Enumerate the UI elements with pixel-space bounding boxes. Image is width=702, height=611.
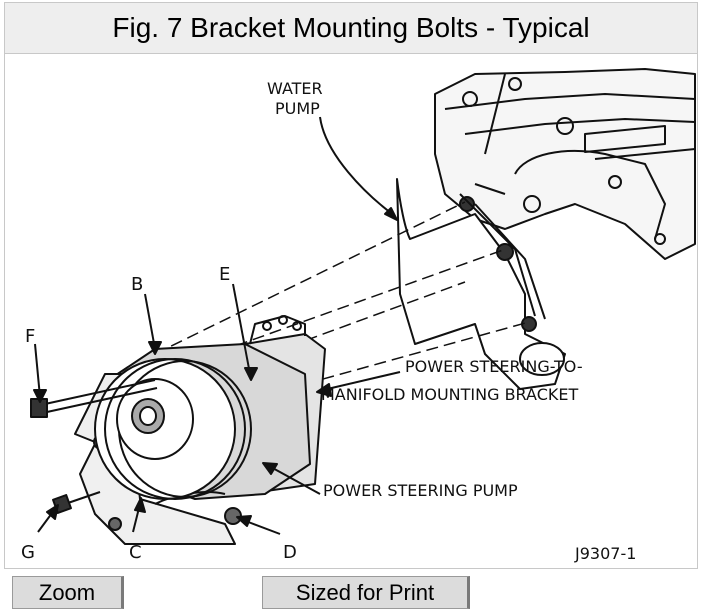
figure-code: J9307-1 <box>574 544 636 563</box>
figure-title: Fig. 7 Bracket Mounting Bolts - Typical <box>112 12 590 43</box>
water-pump-label-line2: PUMP <box>275 99 320 118</box>
bracket-leader <box>322 371 401 391</box>
button-bar: Zoom Sized for Print <box>0 570 702 611</box>
b-leader <box>144 293 156 350</box>
letter-d: D <box>283 542 297 563</box>
bracket-mounting-diagram: WATER PUMP POWER STEERING-TO- MANIFOLD M… <box>21 68 696 563</box>
figure-title-bar: Fig. 7 Bracket Mounting Bolts - Typical <box>5 3 697 54</box>
letter-c: C <box>129 542 142 563</box>
zoom-button[interactable]: Zoom <box>12 576 124 609</box>
pump-leader <box>268 465 321 495</box>
water-pump-label-line1: WATER <box>267 79 323 98</box>
letter-g: G <box>21 542 35 563</box>
e-leader <box>232 283 251 375</box>
letter-f: F <box>25 326 35 347</box>
bracket-label-line1: POWER STEERING-TO- <box>405 357 583 376</box>
sized-for-print-button[interactable]: Sized for Print <box>262 576 470 609</box>
bracket-label-line2: MANIFOLD MOUNTING BRACKET <box>321 385 578 404</box>
engine-manifold <box>434 68 696 260</box>
pump-label: POWER STEERING PUMP <box>323 481 518 500</box>
water-pump <box>396 178 566 390</box>
f-leader <box>34 343 41 398</box>
letter-b: B <box>131 274 143 295</box>
letter-e: E <box>219 264 230 285</box>
figure-frame: Fig. 7 Bracket Mounting Bolts - Typical <box>4 2 698 569</box>
water-pump-leader <box>319 116 396 217</box>
